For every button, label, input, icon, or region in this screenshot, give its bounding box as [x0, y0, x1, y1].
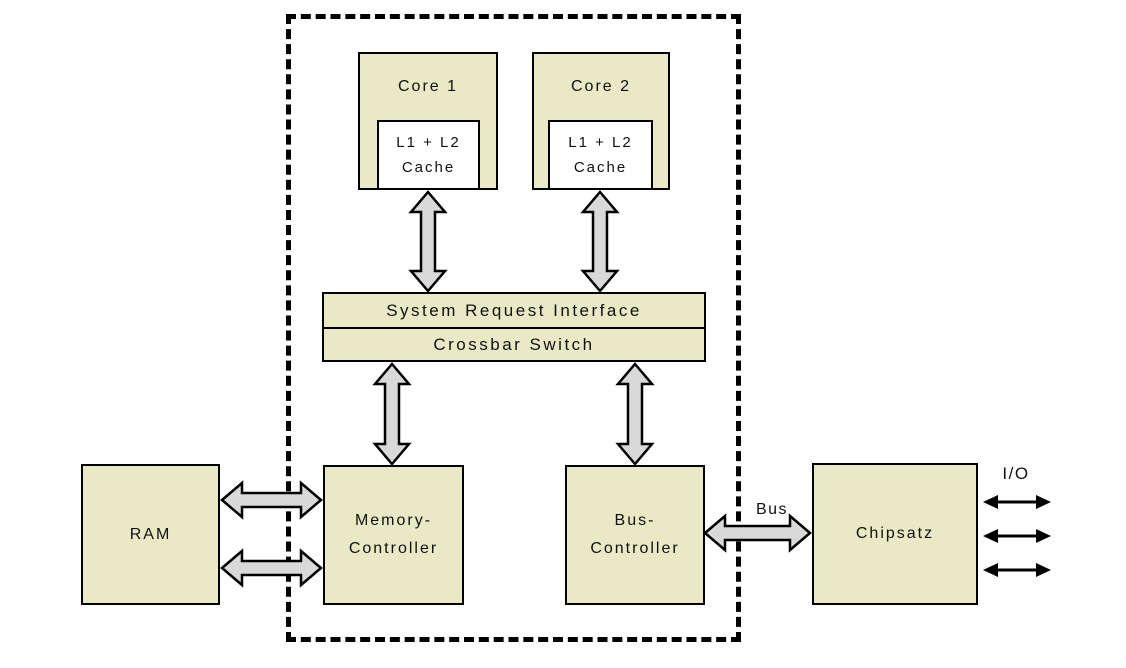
arrow-chipset-io-2	[983, 529, 1051, 543]
arrow-ram-memory-controller-lower	[220, 548, 323, 588]
cache2-line1: L1 + L2	[568, 134, 633, 151]
arrow-cache2-sri	[580, 190, 620, 293]
memory-controller-line1: Memory-	[354, 512, 433, 529]
block-crossbar-switch: Crossbar Switch	[322, 327, 706, 362]
cpu-die-boundary	[286, 14, 741, 642]
arrow-cache1-sri	[408, 190, 448, 293]
block-cache2: L1 + L2 Cache	[548, 120, 653, 190]
core1-label: Core 1	[397, 78, 459, 95]
block-chipset: Chipsatz	[812, 463, 978, 605]
arrow-chipset-io-1	[983, 495, 1051, 509]
block-bus-controller: Bus- Controller	[565, 465, 705, 605]
arrow-bus-controller-chipset	[703, 513, 812, 553]
arrow-crossbar-bus-controller	[615, 362, 655, 466]
core2-label: Core 2	[570, 78, 632, 95]
bus-controller-line2: Controller	[590, 540, 680, 557]
block-system-request-interface: System Request Interface	[322, 292, 706, 329]
io-label: I/O	[1002, 464, 1030, 483]
block-cache1: L1 + L2 Cache	[377, 120, 480, 190]
cache2-line2: Cache	[573, 159, 628, 176]
system-request-interface-label: System Request Interface	[386, 300, 642, 320]
cache1-line2: Cache	[401, 159, 456, 176]
ram-label: RAM	[129, 525, 172, 543]
arrow-crossbar-memory-controller	[372, 362, 412, 466]
block-memory-controller: Memory- Controller	[323, 465, 464, 605]
crossbar-switch-label: Crossbar Switch	[433, 334, 595, 354]
bus-label: Bus	[755, 501, 789, 518]
arrow-chipset-io-3	[983, 563, 1051, 577]
cache1-line1: L1 + L2	[396, 134, 461, 151]
memory-controller-line2: Controller	[348, 540, 439, 557]
bus-controller-line1: Bus-	[614, 512, 656, 529]
chipset-label: Chipsatz	[855, 525, 935, 542]
arrow-ram-memory-controller-upper	[220, 480, 323, 520]
block-ram: RAM	[81, 464, 220, 605]
